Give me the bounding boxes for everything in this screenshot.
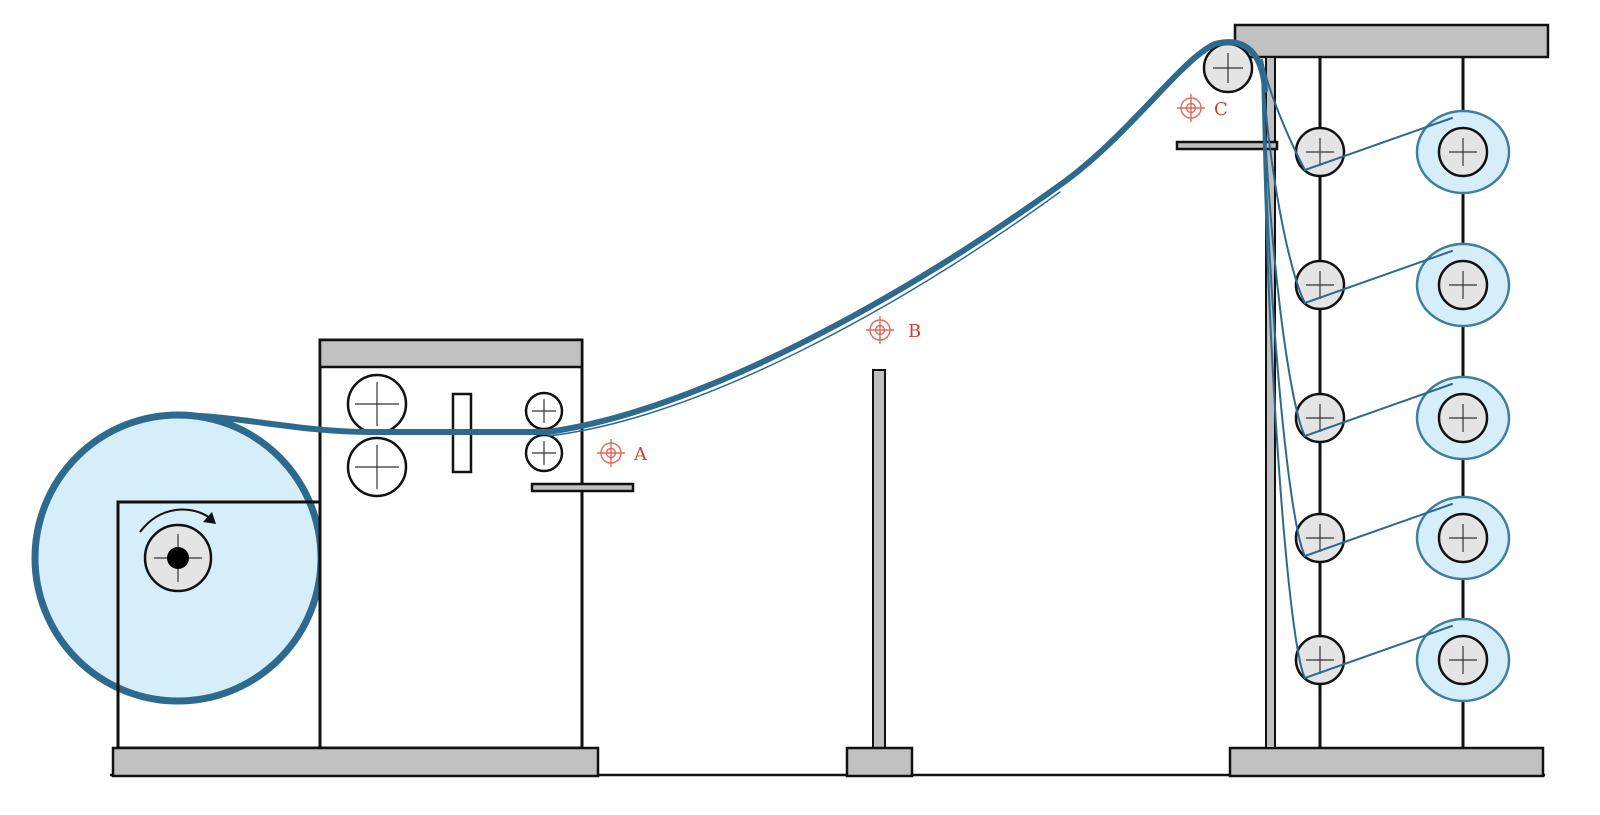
unwind-station bbox=[31, 411, 325, 750]
measurement-marker-c: C bbox=[1177, 94, 1228, 122]
measurement-marker-b: B bbox=[866, 316, 921, 344]
web-main bbox=[175, 39, 1268, 435]
base-plate-left bbox=[111, 746, 600, 778]
marker-label-a: A bbox=[633, 444, 648, 465]
crosshair-target-icon bbox=[1177, 94, 1205, 122]
winder-units bbox=[1294, 109, 1511, 703]
processing-unit bbox=[318, 338, 635, 750]
nip-roller-bottom bbox=[346, 436, 408, 498]
tower-top-plate bbox=[1233, 23, 1550, 59]
unwind-shaft bbox=[167, 547, 189, 569]
take-up-spool-5 bbox=[1415, 617, 1511, 703]
web-edge bbox=[547, 191, 1061, 437]
curved-arrow-icon bbox=[139, 508, 216, 533]
winder-idler-roller-3 bbox=[1294, 392, 1346, 444]
take-up-spool-3 bbox=[1415, 375, 1511, 461]
take-up-spool-2 bbox=[1415, 242, 1511, 328]
web-branch-5 bbox=[1261, 59, 1453, 680]
tower-base-plate bbox=[1228, 746, 1545, 778]
support-post bbox=[845, 369, 914, 778]
web-branches bbox=[1261, 59, 1453, 680]
web-branch-1 bbox=[1261, 59, 1453, 172]
winder-idler-roller-1 bbox=[1294, 126, 1346, 178]
sensor-shelf-a bbox=[530, 482, 635, 493]
nip-roller-top bbox=[346, 373, 408, 435]
crosshair-target-icon bbox=[597, 439, 625, 467]
output-roller-bottom bbox=[524, 433, 564, 473]
unit-top-plate bbox=[318, 338, 584, 369]
winder-idler-roller-2 bbox=[1294, 259, 1346, 311]
winder-tower bbox=[1175, 23, 1550, 778]
output-roller-top bbox=[524, 391, 564, 431]
web-path bbox=[175, 39, 1453, 680]
web-branch-2 bbox=[1261, 59, 1453, 305]
crosshair-target-icon bbox=[866, 316, 894, 344]
winder-idler-roller-4 bbox=[1294, 512, 1346, 564]
marker-label-b: B bbox=[908, 321, 921, 342]
marker-label-c: C bbox=[1214, 99, 1228, 120]
take-up-spool-4 bbox=[1415, 495, 1511, 581]
measurement-marker-a: A bbox=[597, 439, 648, 467]
sensor-shelf-c bbox=[1175, 140, 1279, 151]
post-foot bbox=[845, 746, 914, 778]
winder-idler-roller-5 bbox=[1294, 634, 1346, 686]
web-branch-3 bbox=[1261, 59, 1453, 438]
take-up-spool-1 bbox=[1415, 109, 1511, 195]
web-branch-4 bbox=[1261, 59, 1453, 558]
top-guide-roller bbox=[1202, 42, 1254, 94]
